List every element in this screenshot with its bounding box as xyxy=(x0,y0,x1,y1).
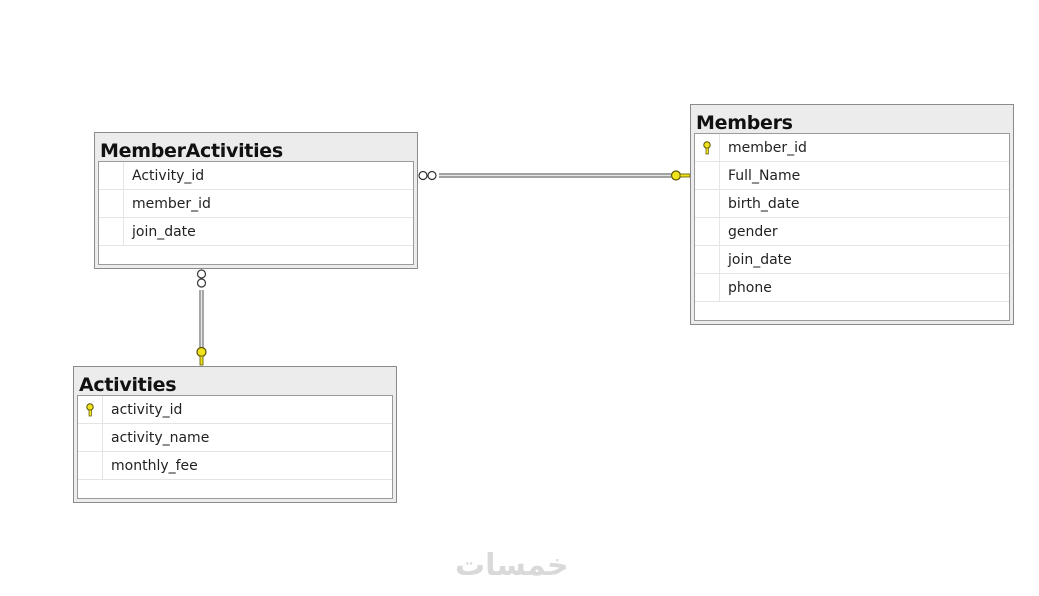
key-cell xyxy=(78,452,103,479)
table-members[interactable]: Members member_id Full_Name birth_date g… xyxy=(690,104,1014,325)
empty-row[interactable] xyxy=(78,480,392,506)
key-cell xyxy=(78,396,103,423)
key-cell xyxy=(99,218,124,245)
key-cell xyxy=(695,190,720,217)
key-end-icon xyxy=(196,346,207,366)
column-name: activity_name xyxy=(111,429,210,446)
column-row[interactable]: Full_Name xyxy=(695,162,1009,190)
key-cell xyxy=(695,218,720,245)
relationship-memberactivities-members[interactable] xyxy=(418,170,691,181)
column-name: join_date xyxy=(132,223,196,240)
relationship-memberactivities-activities[interactable] xyxy=(196,269,207,366)
column-row[interactable]: activity_name xyxy=(78,424,392,452)
key-cell xyxy=(99,162,124,189)
table-title: Activities xyxy=(79,374,177,396)
column-row[interactable]: Activity_id xyxy=(99,162,413,190)
column-name: gender xyxy=(728,223,778,240)
infinity-end-icon xyxy=(418,170,437,181)
primary-key-icon xyxy=(86,402,94,416)
column-list: member_id Full_Name birth_date gender jo… xyxy=(694,133,1010,321)
column-row[interactable]: join_date xyxy=(695,246,1009,274)
column-name: member_id xyxy=(728,139,807,156)
column-row[interactable]: member_id xyxy=(695,134,1009,162)
key-cell xyxy=(695,162,720,189)
column-list: Activity_id member_id join_date xyxy=(98,161,414,265)
key-cell xyxy=(695,246,720,273)
column-row[interactable]: gender xyxy=(695,218,1009,246)
column-row[interactable]: join_date xyxy=(99,218,413,246)
column-name: member_id xyxy=(132,195,211,212)
table-title: MemberActivities xyxy=(100,140,283,162)
table-memberactivities[interactable]: MemberActivities Activity_id member_id j… xyxy=(94,132,418,269)
column-name: join_date xyxy=(728,251,792,268)
table-activities[interactable]: Activities activity_id activity_name mon… xyxy=(73,366,397,503)
column-name: phone xyxy=(728,279,772,296)
column-name: birth_date xyxy=(728,195,800,212)
key-cell xyxy=(99,190,124,217)
key-cell xyxy=(695,134,720,161)
column-row[interactable]: phone xyxy=(695,274,1009,302)
key-cell xyxy=(78,424,103,451)
primary-key-icon xyxy=(703,140,711,154)
column-row[interactable]: monthly_fee xyxy=(78,452,392,480)
key-cell xyxy=(695,274,720,301)
column-row[interactable]: member_id xyxy=(99,190,413,218)
column-name: activity_id xyxy=(111,401,183,418)
column-name: monthly_fee xyxy=(111,457,198,474)
empty-row[interactable] xyxy=(695,302,1009,328)
column-row[interactable]: birth_date xyxy=(695,190,1009,218)
table-title: Members xyxy=(696,112,793,134)
key-end-icon xyxy=(670,170,691,181)
column-name: Activity_id xyxy=(132,167,205,184)
watermark-logo: خمسات xyxy=(455,548,569,583)
column-name: Full_Name xyxy=(728,167,801,184)
column-list: activity_id activity_name monthly_fee xyxy=(77,395,393,499)
empty-row[interactable] xyxy=(99,246,413,272)
infinity-end-icon xyxy=(196,269,207,288)
column-row[interactable]: activity_id xyxy=(78,396,392,424)
